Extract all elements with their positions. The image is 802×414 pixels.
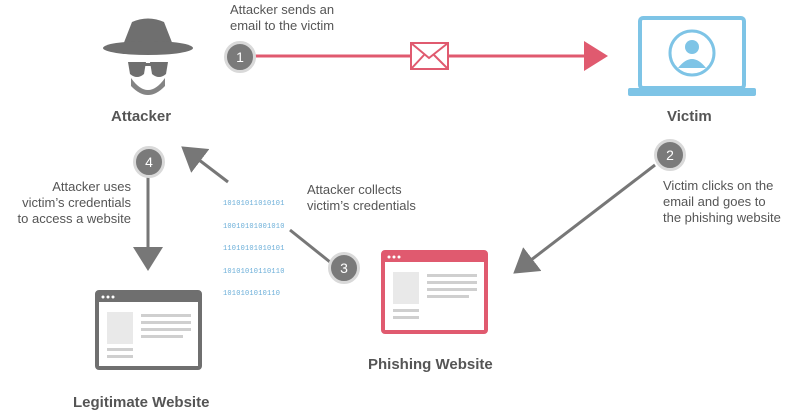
- binary-line-3: 11010101010101: [223, 245, 285, 253]
- binary-line-5: 1010101010110: [223, 290, 281, 298]
- step-3-badge: 3: [328, 252, 360, 284]
- step-4-line-3: to access a website: [17, 211, 131, 226]
- step-1-text: Attacker sends an email to the victim: [230, 2, 334, 34]
- victim-label: Victim: [667, 108, 712, 125]
- laptop-user-icon: [628, 16, 756, 96]
- step-4-badge: 4: [133, 146, 165, 178]
- arrow-phishing-to-attacker-upper: [181, 146, 229, 184]
- arrow-victim-to-phishing: [513, 163, 656, 274]
- step-3-line-2: victim’s credentials: [307, 198, 416, 213]
- step-4-text: Attacker uses victim’s credentials to ac…: [4, 179, 131, 227]
- step-2-badge: 2: [654, 139, 686, 171]
- binary-line-4: 10101010110110: [223, 267, 285, 276]
- step-2-line-1: Victim clicks on the: [663, 178, 774, 193]
- step-1-line-2: email to the victim: [230, 18, 335, 33]
- arrow-phishing-to-attacker-lower: [289, 228, 331, 264]
- step-1-line-1: Attacker sends an: [230, 2, 335, 17]
- legitimate-website-label: Legitimate Website: [73, 394, 210, 411]
- phishing-website-label: Phishing Website: [368, 356, 493, 373]
- step-1-badge: 1: [224, 41, 256, 73]
- step-3-text: Attacker collects victim’s credentials: [307, 182, 416, 214]
- attacker-label: Attacker: [111, 108, 172, 125]
- binary-line-1: 10101011010101: [223, 200, 285, 208]
- spy-hat-sunglasses-icon: [103, 18, 193, 95]
- envelope-icon: [410, 42, 449, 70]
- step-4-line-1: Attacker uses: [52, 179, 131, 194]
- binary-line-2: 10010101001010: [223, 222, 285, 231]
- binary-credentials-graphic: 10101011010101 10010101001010 1101010101…: [223, 186, 285, 314]
- step-3-line-1: Attacker collects: [307, 182, 402, 197]
- phishing-browser-icon: [381, 250, 488, 334]
- step-2-line-3: the phishing website: [663, 210, 781, 225]
- step-2-text: Victim clicks on the email and goes to t…: [663, 178, 781, 226]
- legit-browser-icon: [95, 290, 202, 370]
- step-4-line-2: victim’s credentials: [22, 195, 131, 210]
- step-2-line-2: email and goes to: [663, 194, 766, 209]
